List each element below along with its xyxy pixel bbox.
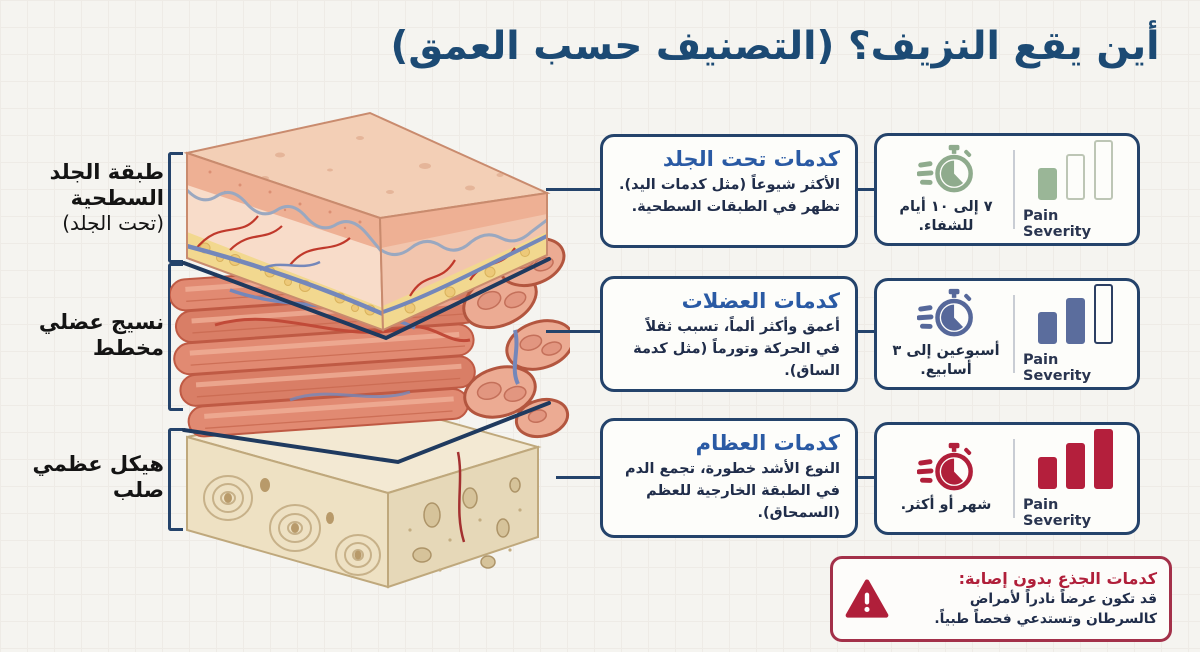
severity-bars-row3 [1037,428,1113,489]
severity-bar [1093,428,1113,489]
divider [1013,295,1015,373]
healing-time-block-1: ٧ إلى ١٠ أيام للشفاء. [887,144,1005,236]
layer-label-skin-line2: السطحية [70,185,164,210]
severity-bars-row2 [1037,284,1113,344]
divider [1013,439,1015,518]
layer-label-skin-line1: طبقة الجلد [49,160,164,184]
card-muscle-bruise: كدمات العضلات أعمق وأكثر ألماً، تسبب ثقل… [600,276,858,392]
page-title: أين يقع النزيف؟ (التصنيف حسب العمق) [390,24,1160,69]
healing-time-text-2: أسبوعين إلى ٣ أسابيع. [892,343,1000,378]
stopwatch-fast-icon [917,288,975,340]
connector-card3-stats [856,476,875,479]
pain-severity-label-1: Pain Severity [1023,207,1092,240]
severity-bar [1093,139,1113,200]
healing-time-text-1: ٧ إلى ١٠ أيام للشفاء. [899,198,993,234]
layer-label-muscle: نسيج عضلي مخطط [14,310,164,361]
warning-triangle-icon [845,579,889,618]
bracket-bone [168,428,183,531]
pain-severity-block-3: Pain Severity [1023,428,1127,529]
pain-severity-block-1: Pain Severity [1023,139,1127,240]
bracket-muscle [168,263,183,411]
connector-muscle-card [546,330,600,333]
anatomy-illustration [170,111,570,589]
pain-severity-label-2: Pain Severity [1023,352,1092,384]
skin-muscle-divider-line [182,257,551,341]
stats-card-bone: شهر أو أكثر. Pain Severity [874,422,1140,535]
card-muscle-title: كدمات العضلات [681,289,840,313]
pain-severity-block-2: Pain Severity [1023,284,1127,384]
healing-time-block-2: أسبوعين إلى ٣ أسابيع. [887,288,1005,380]
healing-time-block-3: شهر أو أكثر. [887,442,1005,515]
skin-layer-art [183,111,551,332]
muscle-bone-divider-line [182,401,551,465]
layer-label-bone-line2: صلب [112,477,164,502]
card-muscle-body: أعمق وأكثر ألماً، تسبب ثقلاً في الحركة و… [633,319,840,379]
divider [1013,150,1015,229]
severity-bars-row1 [1037,139,1113,200]
severity-bar [1037,456,1057,489]
card-bone-title: كدمات العظام [695,431,840,455]
card-subcutaneous-title: كدمات تحت الجلد [662,147,840,171]
connector-bone-card [556,476,600,479]
bone-layer-art [186,398,542,589]
layer-label-bone: هيكل عظمي صلب [14,452,164,503]
healing-time-text-3: شهر أو أكثر. [900,497,992,514]
layer-label-skin: طبقة الجلد السطحية (تحت الجلد) [14,160,164,236]
stats-card-muscle: أسبوعين إلى ٣ أسابيع. Pain Severity [874,278,1140,390]
bracket-skin [168,152,183,263]
layer-label-muscle-line1: نسيج عضلي [38,310,164,334]
layer-label-bone-line1: هيكل عظمي [32,452,164,476]
warning-card: كدمات الجذع بدون إصابة: قد تكون عرضاً نا… [830,556,1172,642]
layer-label-muscle-line2: مخطط [92,335,164,360]
severity-bar [1037,312,1057,344]
warning-body: قد تكون عرضاً نادراً لأمراض كالسرطان وتس… [934,591,1157,627]
card-subcutaneous-bruise: كدمات تحت الجلد الأكثر شيوعاً (مثل كدمات… [600,134,858,248]
connector-skin-card [546,188,600,191]
layer-label-skin-sub: (تحت الجلد) [62,211,164,236]
pain-severity-label-3: Pain Severity [1023,496,1092,529]
warning-text-block: كدمات الجذع بدون إصابة: قد تكون عرضاً نا… [899,569,1157,629]
severity-bar [1065,298,1085,344]
severity-bar [1065,442,1085,489]
card-subcutaneous-body: الأكثر شيوعاً (مثل كدمات اليد). تظهر في … [618,177,840,215]
card-bone-bruise: كدمات العظام النوع الأشد خطورة، تجمع الد… [600,418,858,538]
severity-bar [1037,167,1057,200]
card-bone-body: النوع الأشد خطورة، تجمع الدم في الطبقة ا… [625,461,840,521]
warning-title: كدمات الجذع بدون إصابة: [958,569,1157,589]
connector-card2-stats [856,330,875,333]
connector-card1-stats [856,188,875,191]
severity-bar [1065,153,1085,200]
stopwatch-fast-icon [917,144,975,196]
stats-card-subcutaneous: ٧ إلى ١٠ أيام للشفاء. Pain Severity [874,133,1140,246]
stopwatch-fast-icon [917,442,975,494]
severity-bar [1093,284,1113,344]
